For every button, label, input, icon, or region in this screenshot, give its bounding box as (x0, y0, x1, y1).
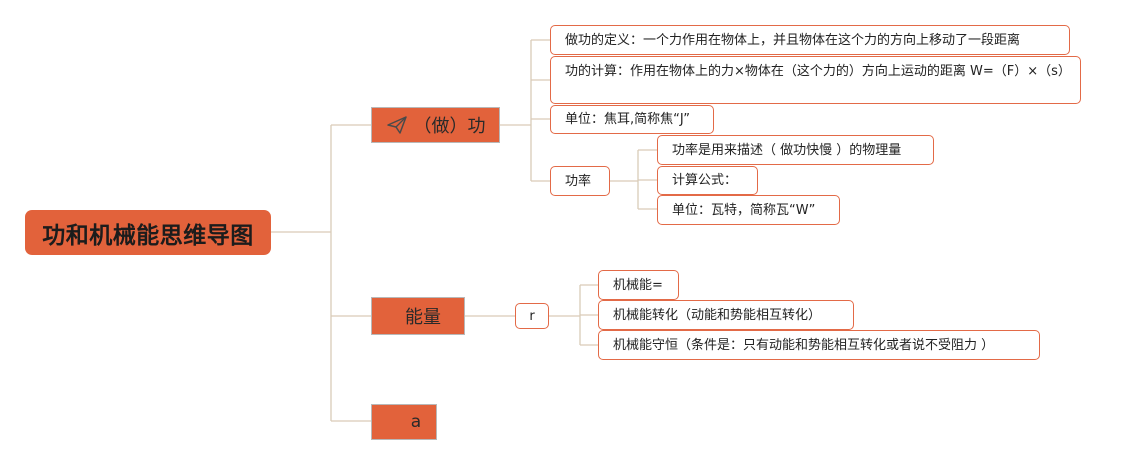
branch-third[interactable]: a (371, 404, 437, 440)
leaf-work-power-text: 功率 (565, 173, 592, 189)
leaf-energy-conversion[interactable]: 机械能转化（动能和势能相互转化） (598, 300, 854, 330)
leaf-work-unit-text: 单位：焦耳,简称焦“J” (565, 112, 691, 127)
leaf-work-unit[interactable]: 单位：焦耳,简称焦“J” (550, 105, 714, 134)
branch-work[interactable]: （做）功 (371, 107, 500, 143)
leaf-energy-conservation-text: 机械能守恒（条件是：只有动能和势能相互转化或者说不受阻力 ） (613, 337, 995, 353)
leaf-work-power[interactable]: 功率 (550, 166, 610, 196)
leaf-energy-r-text: r (529, 308, 535, 324)
leaf-energy-conversion-text: 机械能转化（动能和势能相互转化） (613, 307, 822, 323)
leaf-power-meaning[interactable]: 功率是用来描述（ 做功快慢 ）的物理量 (657, 135, 934, 165)
leaf-work-calculation[interactable]: 功的计算：作用在物体上的力×物体在（这个力的）方向上运动的距离 W=（F）×（s… (550, 56, 1081, 104)
leaf-work-definition[interactable]: 做功的定义：一个力作用在物体上，并且物体在这个力的方向上移动了一段距离 (550, 25, 1070, 55)
leaf-energy-mech[interactable]: 机械能= (598, 270, 679, 300)
leaf-energy-mech-text: 机械能= (613, 277, 663, 293)
leaf-power-unit[interactable]: 单位：瓦特，简称瓦“W” (657, 195, 840, 225)
branch-third-label: a (410, 412, 422, 432)
branch-work-label: （做）功 (413, 116, 486, 137)
leaf-energy-r[interactable]: r (515, 303, 549, 329)
paper-plane-icon (386, 116, 407, 134)
leaf-power-unit-text: 单位：瓦特，简称瓦“W” (672, 202, 816, 218)
root-node[interactable]: 功和机械能思维导图 (25, 210, 271, 255)
leaf-power-formula[interactable]: 计算公式： (657, 166, 758, 195)
branch-energy-label: 能量 (405, 307, 441, 328)
leaf-energy-conservation[interactable]: 机械能守恒（条件是：只有动能和势能相互转化或者说不受阻力 ） (598, 330, 1040, 360)
leaf-power-formula-text: 计算公式： (672, 173, 738, 188)
leaf-work-calculation-text: 功的计算：作用在物体上的力×物体在（这个力的）方向上运动的距离 W=（F）×（s… (565, 64, 1071, 79)
leaf-power-meaning-text: 功率是用来描述（ 做功快慢 ）的物理量 (672, 142, 902, 158)
branch-energy[interactable]: 能量 (371, 297, 465, 335)
leaf-work-definition-text: 做功的定义：一个力作用在物体上，并且物体在这个力的方向上移动了一段距离 (565, 32, 1021, 48)
